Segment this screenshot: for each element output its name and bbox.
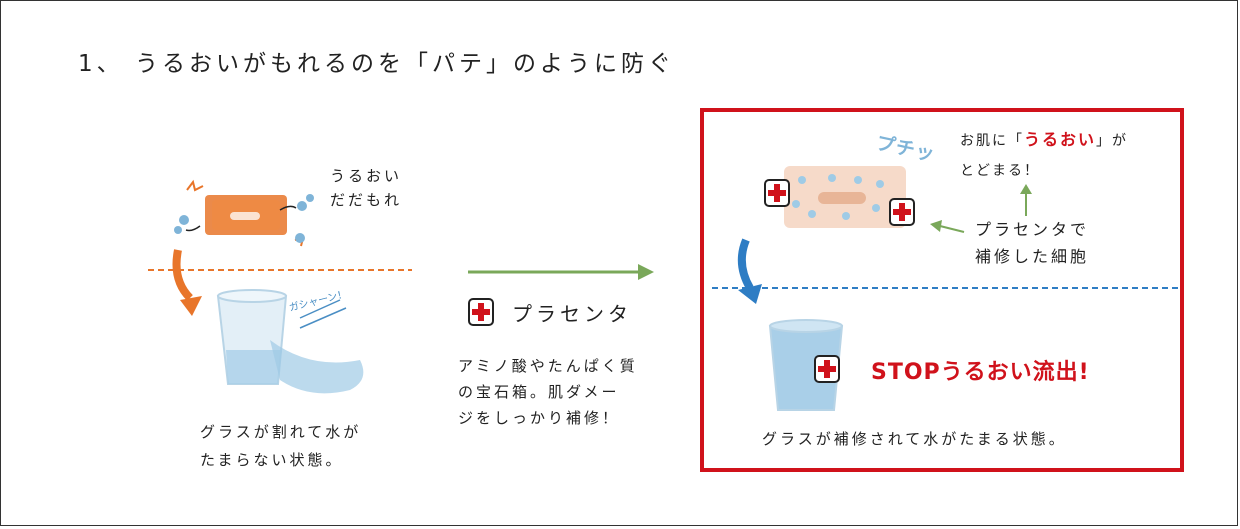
repair-label: プラセンタで 補修した細胞: [975, 216, 1089, 270]
repair-line1: プラセンタで: [975, 220, 1090, 239]
damaged-skin-icon: [185, 179, 305, 247]
right-caption: グラスが補修されて水がたまる状態。: [762, 430, 1067, 448]
left-caption-line1: グラスが割れて水が: [200, 423, 362, 441]
desc-line1: アミノ酸やたんぱく質: [458, 357, 638, 375]
result-box: [700, 108, 1184, 472]
leak-label: うるおい だだもれ: [330, 164, 402, 212]
note-post: 」が: [1096, 133, 1129, 149]
stop-label: STOPうるおい流出!: [871, 360, 1090, 385]
left-caption-line2: たまらない状態。: [200, 451, 344, 469]
retain-arrow-icon: [737, 238, 762, 304]
left-caption: グラスが割れて水が たまらない状態。: [200, 418, 361, 474]
repaired-skin-icon: [784, 166, 906, 228]
moisture-note-line1: お肌に「うるおい」が: [960, 125, 1128, 156]
stop-plus-icon: [814, 355, 840, 383]
placenta-description: アミノ酸やたんぱく質 の宝石箱。肌ダメー ジをしっかり補修！: [458, 353, 678, 431]
leak-arrow-icon: [172, 249, 202, 316]
placenta-plus-icon: [468, 298, 494, 326]
leak-label-line1: うるおい: [330, 167, 403, 185]
repair-line2: 補修した細胞: [975, 247, 1090, 266]
desc-line2: の宝石箱。肌ダメー: [458, 383, 620, 401]
desc-line3: ジをしっかり補修！: [458, 409, 621, 427]
leak-label-line2: だだもれ: [330, 191, 403, 209]
placenta-label: プラセンタ: [512, 302, 632, 326]
plus-badge-left-icon: [764, 179, 790, 207]
water-drops-icon: [174, 194, 314, 243]
repair-arrow-icon: [930, 220, 965, 233]
moisture-note: お肌に「うるおい」が とどまる！: [960, 125, 1128, 186]
note-arrow-icon: [1020, 184, 1032, 216]
transition-arrow-icon: [468, 264, 654, 280]
page-title: 1、 うるおいがもれるのを「パテ」のように防ぐ: [78, 51, 675, 77]
note-emphasis: うるおい: [1024, 130, 1097, 149]
note-pre: お肌に「: [960, 133, 1024, 149]
plus-badge-right-icon: [889, 198, 915, 226]
moisture-note-line2: とどまる！: [960, 163, 1040, 179]
full-glass-icon: [768, 319, 844, 411]
broken-glass-icon: [216, 289, 364, 394]
